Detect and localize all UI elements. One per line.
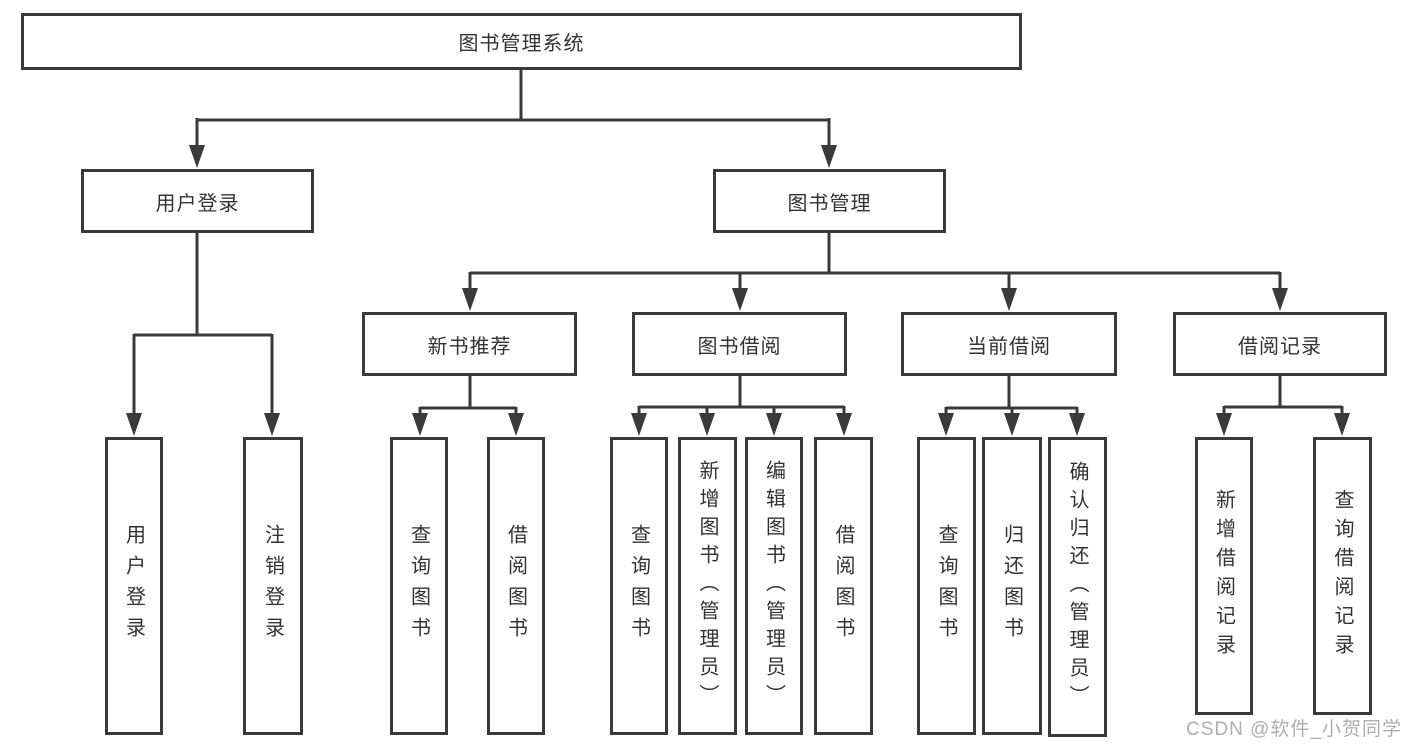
leaf-borrow-add-book-admin: 新增图书（管理员） xyxy=(678,437,737,735)
arrow-down-icon xyxy=(732,288,748,311)
node-user-login: 用户登录 xyxy=(81,169,314,233)
node-new-book-recommend: 新书推荐 xyxy=(362,312,577,376)
arrow-down-icon xyxy=(821,145,837,168)
arrow-down-icon xyxy=(1001,288,1017,311)
arrow-down-icon xyxy=(126,413,142,436)
arrow-down-icon xyxy=(508,413,524,436)
arrow-down-icon xyxy=(189,145,205,168)
leaf-user-login: 用户登录 xyxy=(105,437,163,735)
connector-book-borrow-branch xyxy=(637,376,846,416)
node-current-borrow: 当前借阅 xyxy=(901,312,1117,376)
leaf-logout: 注销登录 xyxy=(243,437,303,735)
leaf-records-add-record: 新增借阅记录 xyxy=(1195,437,1253,715)
arrow-down-icon xyxy=(1272,288,1288,311)
arrow-down-icon xyxy=(1004,413,1020,436)
connector-new-books-branch xyxy=(418,376,518,416)
leaf-records-query-record: 查询借阅记录 xyxy=(1313,437,1372,715)
node-root: 图书管理系统 xyxy=(21,13,1022,70)
arrow-down-icon xyxy=(938,413,954,436)
csdn-watermark: CSDN @软件_小贺同学 xyxy=(1186,719,1402,740)
connector-book-mgmt-branch xyxy=(468,233,1282,291)
arrow-down-icon xyxy=(264,413,280,436)
arrow-down-icon xyxy=(836,413,852,436)
leaf-current-return-book: 归还图书 xyxy=(982,437,1042,735)
node-borrow-records: 借阅记录 xyxy=(1173,312,1387,376)
arrow-down-icon xyxy=(462,288,478,311)
arrow-down-icon xyxy=(766,413,782,436)
connector-user-login-branch xyxy=(132,233,274,416)
leaf-borrow-borrow-book: 借阅图书 xyxy=(814,437,873,735)
connector-borrow-records-branch xyxy=(1222,376,1344,416)
leaf-borrow-query-book: 查询图书 xyxy=(610,437,668,735)
leaf-current-confirm-return-admin: 确认归还（管理员） xyxy=(1048,437,1107,737)
arrow-down-icon xyxy=(699,413,715,436)
leaf-current-query-book: 查询图书 xyxy=(917,437,976,735)
connector-root-to-level2 xyxy=(195,70,831,148)
arrow-down-icon xyxy=(631,413,647,436)
leaf-newbooks-query-book: 查询图书 xyxy=(390,437,448,735)
leaf-borrow-edit-book-admin: 编辑图书（管理员） xyxy=(745,437,803,735)
node-book-borrow: 图书借阅 xyxy=(632,312,847,376)
leaf-newbooks-borrow-book: 借阅图书 xyxy=(487,437,545,735)
arrow-down-icon xyxy=(1334,413,1350,436)
arrowheads xyxy=(126,145,1350,436)
arrow-down-icon xyxy=(1069,413,1085,436)
arrow-down-icon xyxy=(1216,413,1232,436)
arrow-down-icon xyxy=(412,413,428,436)
connector-current-borrow-branch xyxy=(944,376,1079,416)
node-book-management: 图书管理 xyxy=(713,169,946,233)
